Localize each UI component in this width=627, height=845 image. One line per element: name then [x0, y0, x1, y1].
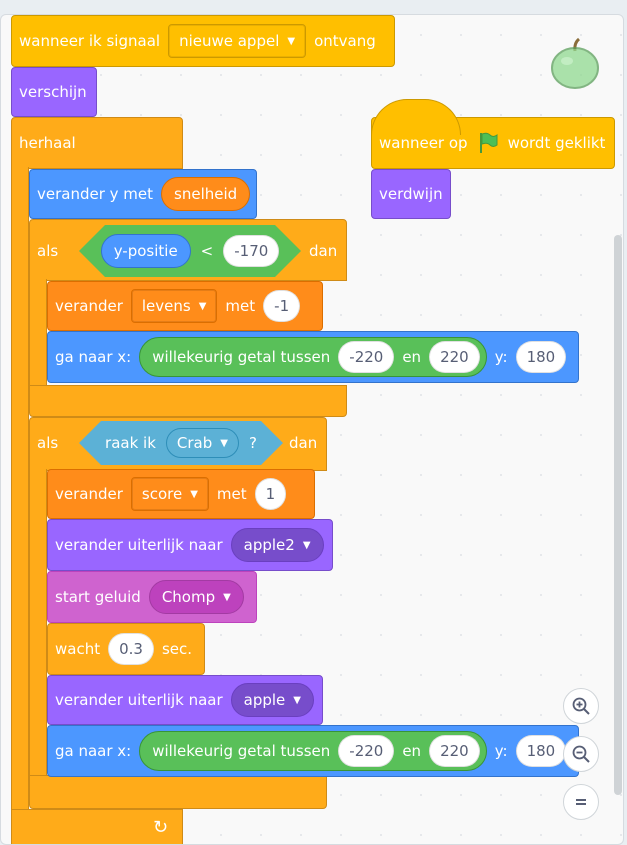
when-i-receive-label: wanneer ik signaal	[19, 32, 161, 50]
change-var-label: verander	[55, 297, 123, 315]
hide-block[interactable]	[371, 169, 451, 219]
hat-cap	[371, 99, 461, 135]
apple-sprite-icon	[549, 37, 601, 89]
wait-seconds-input[interactable]: 0.3	[108, 633, 154, 665]
by-label: met	[225, 297, 256, 315]
show-block[interactable]	[11, 67, 97, 117]
touching-target-value: Crab	[176, 434, 213, 452]
y-position-reporter[interactable]: y-positie	[101, 234, 191, 268]
sound-dropdown[interactable]: Chomp ▼	[148, 580, 244, 614]
change-y-label: verander y met	[37, 185, 154, 203]
lives-variable-value: levens	[141, 297, 191, 315]
lives-change-input[interactable]: -1	[263, 290, 301, 322]
random-to-input[interactable]: 220	[429, 735, 480, 767]
zoom-reset-button[interactable]	[563, 784, 599, 820]
less-than-symbol: <	[200, 242, 214, 260]
random-operator[interactable]: willekeurig getal tussen -220 en 220	[139, 337, 487, 377]
goto-y-input[interactable]: 180	[515, 341, 567, 373]
receive-suffix-label: ontvang	[314, 32, 376, 50]
goto-x-label: ga naar x:	[55, 348, 132, 366]
green-flag-icon	[476, 131, 500, 155]
if-label: als	[37, 242, 59, 260]
vertical-scrollbar[interactable]	[614, 235, 622, 795]
message-dropdown[interactable]: nieuwe appel ▼	[168, 24, 307, 58]
by-label: met	[216, 485, 247, 503]
costume-dropdown-1[interactable]: apple2 ▼	[230, 528, 324, 562]
chevron-down-icon: ▼	[302, 539, 311, 551]
question-mark: ?	[248, 434, 257, 452]
change-var-label: verander	[55, 485, 123, 503]
forever-block[interactable]	[11, 117, 183, 169]
then-label: dan	[309, 242, 338, 260]
show-label: verschijn	[19, 83, 87, 101]
random-and-label: en	[402, 742, 422, 760]
random-to-input[interactable]: 220	[429, 341, 480, 373]
if-label: als	[37, 434, 59, 452]
random-from-input[interactable]: -220	[338, 341, 395, 373]
chevron-down-icon: ▼	[190, 488, 198, 500]
compare-value-input[interactable]: -170	[223, 235, 279, 267]
wait-label: wacht	[55, 640, 101, 658]
random-label: willekeurig getal tussen	[152, 742, 331, 760]
chevron-down-icon: ▼	[223, 591, 231, 603]
loop-arrow-icon: ↻	[153, 817, 169, 838]
then-label: dan	[289, 434, 318, 452]
less-than-operator[interactable]: y-positie < -170	[79, 225, 301, 277]
random-label: willekeurig getal tussen	[152, 348, 331, 366]
sound-value: Chomp	[161, 588, 216, 606]
forever-block-bottom	[11, 809, 183, 844]
y-position-label: y-positie	[113, 242, 178, 260]
goto-y-label: y:	[494, 742, 508, 760]
if-block-2-arm	[29, 469, 47, 779]
zoom-out-button[interactable]	[563, 736, 599, 772]
switch-costume-label: verander uiterlijk naar	[55, 536, 223, 554]
speed-variable-label: snelheid	[174, 185, 238, 203]
touching-target-dropdown[interactable]: Crab ▼	[166, 428, 239, 458]
if-block-1-bottom	[29, 385, 347, 417]
chevron-down-icon: ▼	[287, 35, 296, 47]
forever-label: herhaal	[19, 134, 76, 152]
score-change-input[interactable]: 1	[254, 478, 287, 510]
zoom-in-icon	[572, 697, 590, 715]
chevron-down-icon: ▼	[293, 694, 301, 706]
random-from-input[interactable]: -220	[338, 735, 395, 767]
score-variable-value: score	[141, 485, 183, 503]
script-workspace[interactable]: wanneer ik signaal nieuwe appel ▼ ontvan…	[0, 14, 624, 845]
zoom-out-icon	[572, 745, 590, 763]
goto-x-label: ga naar x:	[55, 742, 132, 760]
costume-value-1: apple2	[243, 536, 295, 554]
speed-variable-reporter[interactable]: snelheid	[161, 177, 251, 211]
touching-sensor[interactable]: raak ik Crab ▼ ?	[79, 421, 283, 465]
costume-value-2: apple	[243, 691, 286, 709]
chevron-down-icon: ▼	[198, 300, 207, 312]
zoom-in-button[interactable]	[563, 688, 599, 724]
seconds-label: sec.	[161, 640, 193, 658]
goto-y-label: y:	[494, 348, 508, 366]
goto-y-input[interactable]: 180	[515, 735, 567, 767]
if-block-1-arm	[29, 279, 47, 389]
wait-block[interactable]	[47, 623, 205, 675]
start-sound-label: start geluid	[55, 588, 141, 606]
message-dropdown-value: nieuwe appel	[179, 32, 280, 50]
switch-costume-label: verander uiterlijk naar	[55, 691, 223, 709]
when-flag-suffix-label: wordt geklikt	[507, 134, 606, 152]
chevron-down-icon: ▼	[220, 437, 228, 449]
hide-label: verdwijn	[379, 185, 443, 203]
random-operator[interactable]: willekeurig getal tussen -220 en 220	[139, 731, 487, 771]
when-flag-prefix-label: wanneer op	[379, 134, 468, 152]
costume-dropdown-2[interactable]: apple ▼	[230, 683, 314, 717]
score-variable-dropdown[interactable]: score ▼	[130, 477, 209, 511]
random-and-label: en	[402, 348, 422, 366]
forever-block-arm	[11, 167, 29, 823]
if-block-2-bottom	[29, 775, 327, 809]
zoom-reset-icon	[576, 799, 586, 805]
touching-label: raak ik	[105, 434, 156, 452]
lives-variable-dropdown[interactable]: levens ▼	[130, 289, 218, 323]
